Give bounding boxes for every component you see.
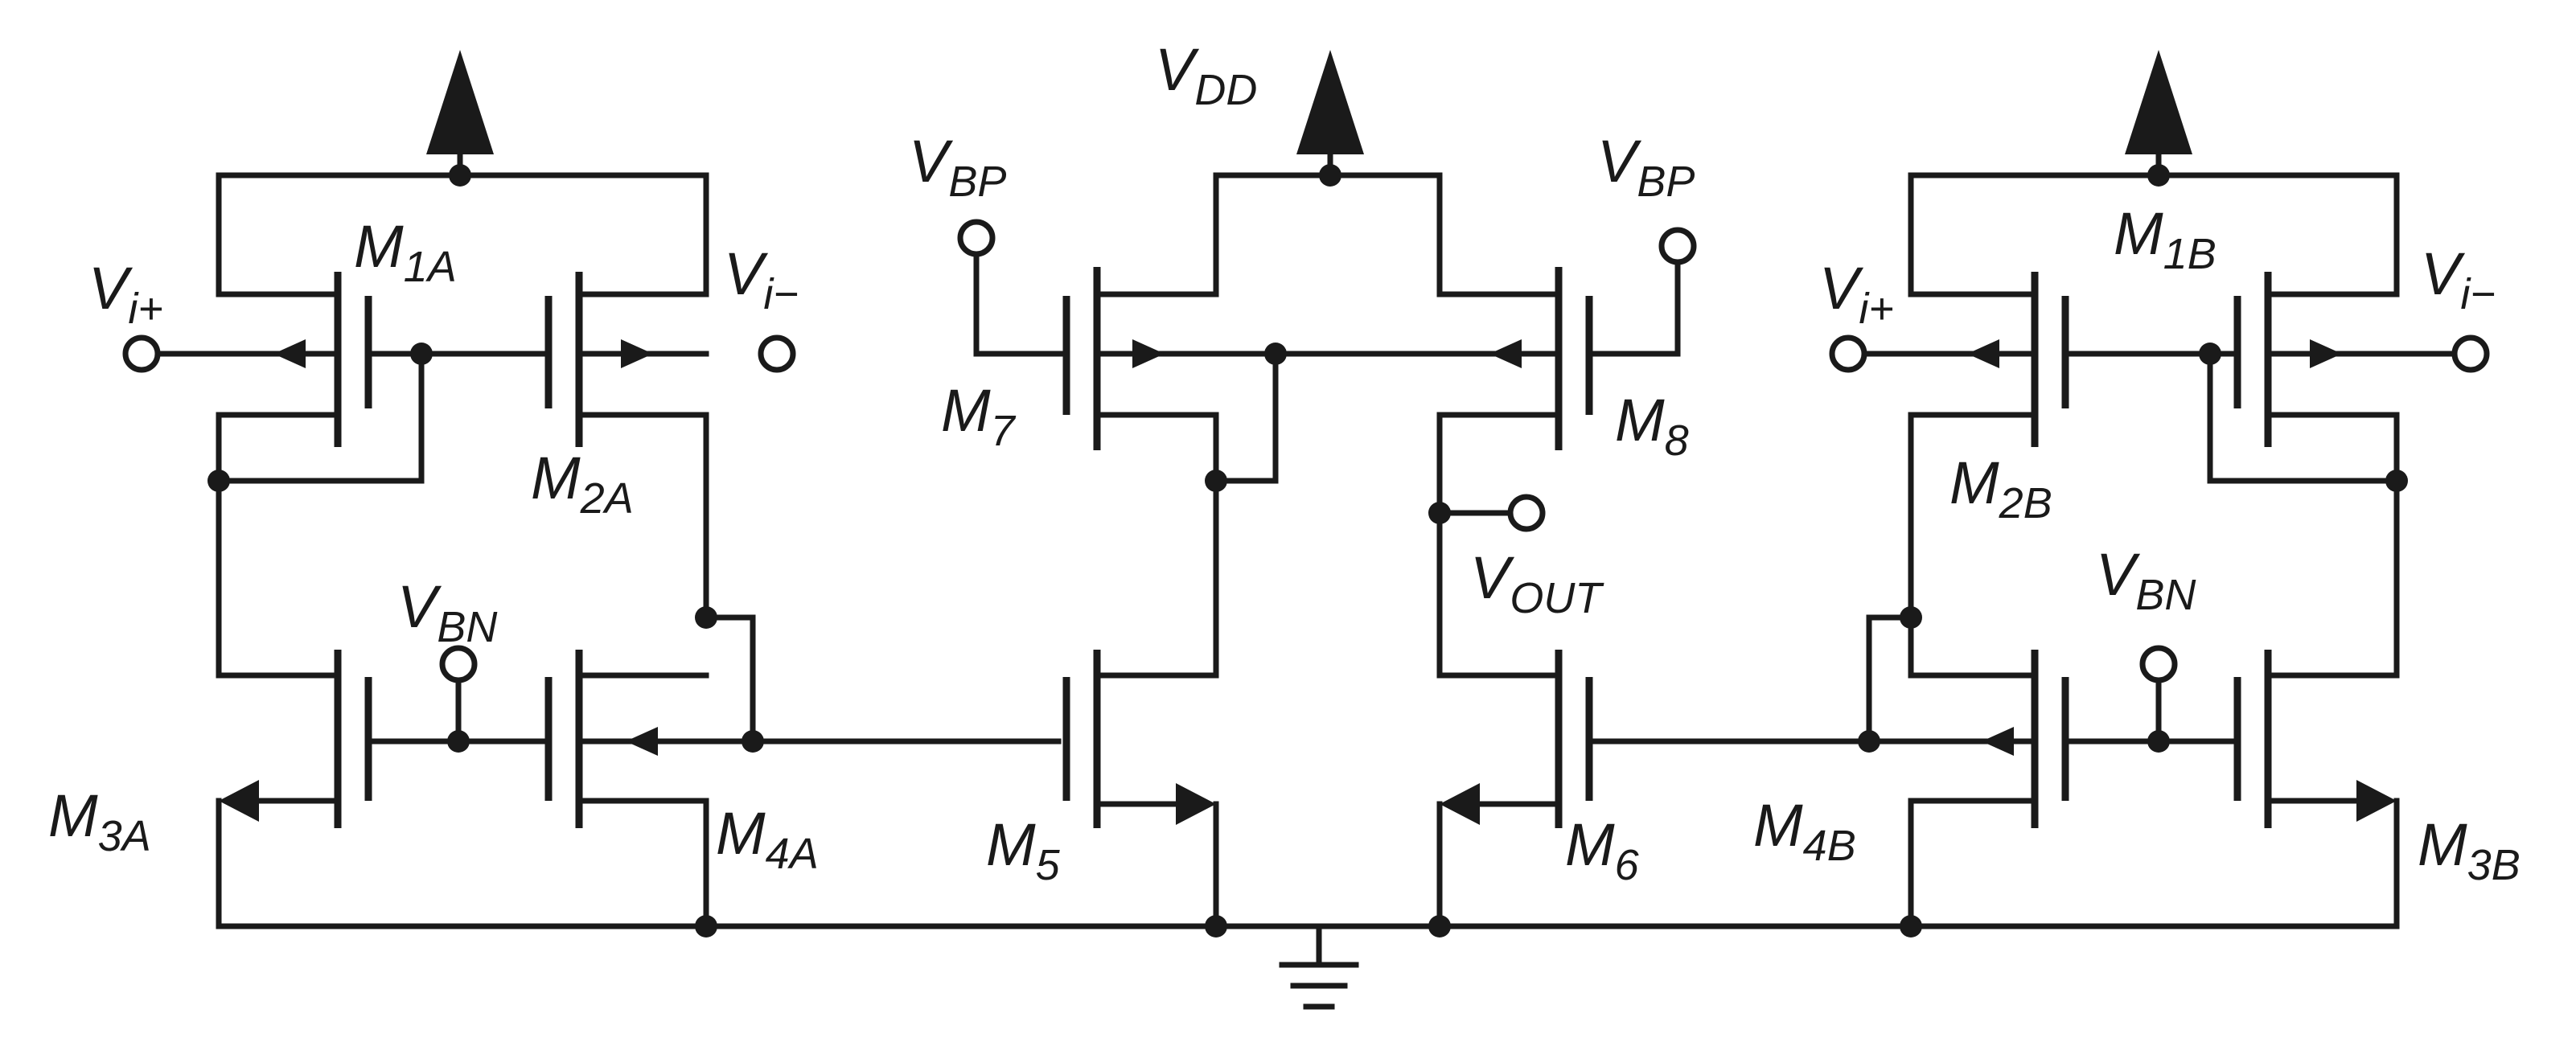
label-m2b: M2B xyxy=(1949,449,2052,527)
label-m2a: M2A xyxy=(531,445,634,523)
junction-dot-icon xyxy=(742,730,764,753)
label-m6: M6 xyxy=(1565,811,1640,889)
label-m7: M7 xyxy=(941,377,1017,455)
junction-dot-icon xyxy=(2147,164,2170,187)
label-vim-right: Vi− xyxy=(2421,240,2496,318)
transistor-arrow-icon xyxy=(1440,783,1480,825)
junction-dot-icon xyxy=(1900,915,1922,937)
terminal-circle-icon xyxy=(439,645,478,683)
label-m3a: M3A xyxy=(48,782,151,860)
transistor-arrow-icon xyxy=(1176,783,1216,825)
junction-dot-icon xyxy=(449,164,471,187)
junction-dot-icon xyxy=(1319,164,1341,187)
transistor-arrow-icon xyxy=(1967,339,1999,368)
transistor-arrow-icon xyxy=(1489,339,1522,368)
output-stage xyxy=(957,50,2038,929)
terminal-circle-icon xyxy=(2451,334,2490,373)
terminal-circle-icon xyxy=(957,219,996,257)
labels: VDD VBP VBP Vi+ Vi− Vi+ Vi− M1A M2A M3A … xyxy=(48,36,2521,889)
junction-dot-icon xyxy=(1858,730,1880,753)
label-vip-right: Vi+ xyxy=(1819,255,1894,333)
supply-arrow-icon xyxy=(2125,50,2192,154)
transistor-arrow-icon xyxy=(2310,339,2342,368)
terminal-circle-icon xyxy=(1507,494,1546,532)
label-vip-left: Vi+ xyxy=(88,255,163,333)
supply-arrow-icon xyxy=(426,50,494,154)
supply-arrow-icon xyxy=(1296,50,1364,154)
label-vdd: VDD xyxy=(1155,36,1257,114)
terminal-circle-icon xyxy=(1658,227,1697,265)
label-vbn-left: VBN xyxy=(397,573,498,651)
transistor-arrow-icon xyxy=(219,780,259,822)
junction-dot-icon xyxy=(1205,470,1227,492)
label-m4b: M4B xyxy=(1753,792,1856,870)
label-vbp-left: VBP xyxy=(909,128,1006,206)
label-vout: VOUT xyxy=(1470,544,1604,622)
transistor-arrow-icon xyxy=(1132,339,1165,368)
transistor-arrow-icon xyxy=(2356,780,2397,822)
label-m5: M5 xyxy=(986,811,1061,889)
label-vbp-right: VBP xyxy=(1597,128,1695,206)
terminal-circle-icon xyxy=(122,334,161,373)
label-m4a: M4A xyxy=(716,800,819,878)
terminal-circle-icon xyxy=(1829,334,1867,373)
label-m3b: M3B xyxy=(2418,811,2521,889)
label-m1a: M1A xyxy=(354,213,457,291)
transistor-arrow-icon xyxy=(1982,727,2014,756)
label-vbn-right: VBN xyxy=(2096,541,2196,619)
block-a xyxy=(122,50,1062,929)
label-m8: M8 xyxy=(1615,387,1689,465)
transistor-arrow-icon xyxy=(626,727,658,756)
junction-dot-icon xyxy=(1205,915,1227,937)
ground-rail xyxy=(216,915,2400,1010)
terminal-circle-icon xyxy=(2139,645,2178,683)
terminal-circle-icon xyxy=(758,334,796,373)
ground-icon xyxy=(1279,923,1359,1010)
transistor-arrow-icon xyxy=(621,339,653,368)
label-vim-left: Vi− xyxy=(724,240,799,318)
transistor-arrow-icon xyxy=(273,339,306,368)
junction-dot-icon xyxy=(695,915,717,937)
junction-dot-icon xyxy=(1428,915,1451,937)
block-b xyxy=(1829,50,2490,929)
label-m1b: M1B xyxy=(2114,200,2217,278)
